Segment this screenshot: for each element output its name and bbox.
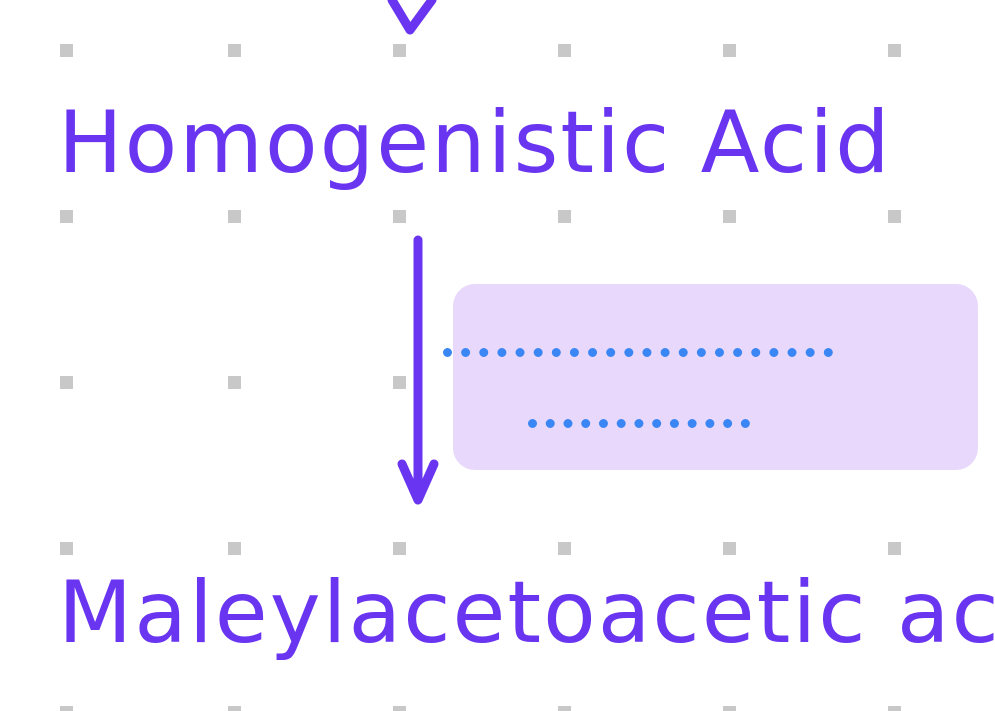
- grid-dot: [393, 376, 406, 389]
- grid-dot: [228, 376, 241, 389]
- grid-dot: [558, 706, 571, 711]
- grid-dot: [228, 706, 241, 711]
- grid-dot: [60, 376, 73, 389]
- grid-dot: [888, 706, 901, 711]
- grid-dot: [393, 210, 406, 223]
- grid-dot: [228, 44, 241, 57]
- grid-dot: [228, 542, 241, 555]
- grid-dot: [558, 210, 571, 223]
- substrate-label: Homogenistic Acid: [58, 93, 892, 193]
- grid-dot: [60, 706, 73, 711]
- product-label: Maleylacetoacetic acid: [58, 563, 995, 663]
- grid-dot: [393, 706, 406, 711]
- grid-dot: [393, 542, 406, 555]
- grid-dot: [228, 210, 241, 223]
- grid-dot: [393, 44, 406, 57]
- grid-dot: [888, 542, 901, 555]
- grid-dot: [60, 210, 73, 223]
- grid-dot: [723, 706, 736, 711]
- grid-dot: [723, 210, 736, 223]
- grid-dot: [60, 542, 73, 555]
- enzyme-fill-box[interactable]: [453, 284, 978, 470]
- grid-dot: [558, 44, 571, 57]
- grid-dot: [888, 210, 901, 223]
- grid-dot: [888, 44, 901, 57]
- grid-dot: [60, 44, 73, 57]
- grid-dot: [723, 44, 736, 57]
- grid-dot: [723, 542, 736, 555]
- enzyme-blank-line[interactable]: [528, 419, 750, 428]
- grid-dot: [558, 542, 571, 555]
- enzyme-blank-line[interactable]: [443, 348, 833, 357]
